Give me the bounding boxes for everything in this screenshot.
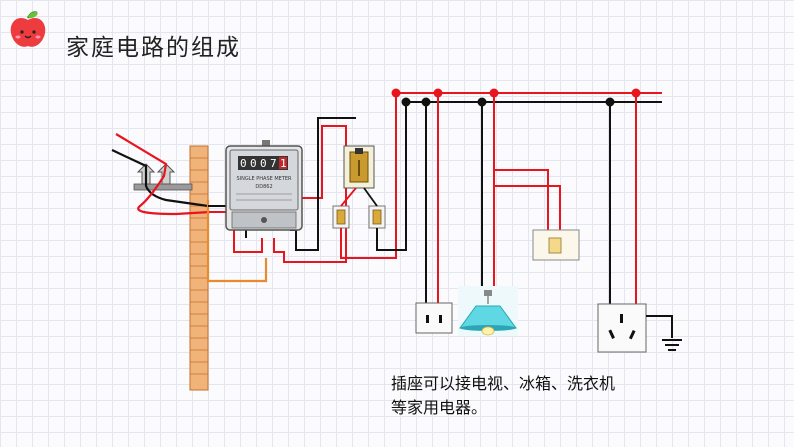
ceiling-lamp: [458, 286, 518, 336]
earth-wire: [646, 315, 673, 338]
apple-logo-icon: [10, 11, 46, 47]
page-title: 家庭电路的组成: [66, 35, 241, 61]
two-hole-socket: [415, 302, 453, 334]
meter-live-out: [273, 125, 347, 263]
junction-dots: [391, 88, 641, 107]
caption-line-1: 插座可以接电视、冰箱、洗衣机: [391, 374, 616, 393]
switch-return-wire: [494, 185, 561, 232]
meter-digit: 1: [280, 157, 287, 170]
live-branch-wire: [340, 92, 662, 259]
ground-symbol-icon: [662, 339, 682, 351]
meter-brand: DD862: [255, 184, 272, 190]
caption-line-2: 等家用电器。: [391, 398, 488, 417]
fuse-box: [332, 205, 386, 229]
main-switch: [343, 145, 375, 189]
meter-dial-digits: 0 0 0 7 1: [240, 157, 287, 170]
ground-wire: [206, 200, 268, 283]
incoming-live-wire: [115, 133, 211, 216]
three-hole-socket: [597, 303, 647, 353]
meter-digit: 7: [270, 157, 277, 170]
neutral-branch-wire: [376, 101, 662, 251]
meter-digit: 0: [240, 157, 247, 170]
wooden-pole: [189, 145, 209, 391]
wall-switch: [532, 229, 580, 261]
caption: 插座可以接电视、冰箱、洗衣机 等家用电器。: [391, 372, 721, 420]
switch-loop-wire: [494, 169, 549, 232]
meter-digit: 0: [260, 157, 267, 170]
electric-meter: 0 0 0 7 1 SINGLE PHASE METER DD862: [225, 140, 303, 231]
meter-label: SINGLE PHASE METER: [236, 176, 292, 182]
meter-digit: 0: [250, 157, 257, 170]
